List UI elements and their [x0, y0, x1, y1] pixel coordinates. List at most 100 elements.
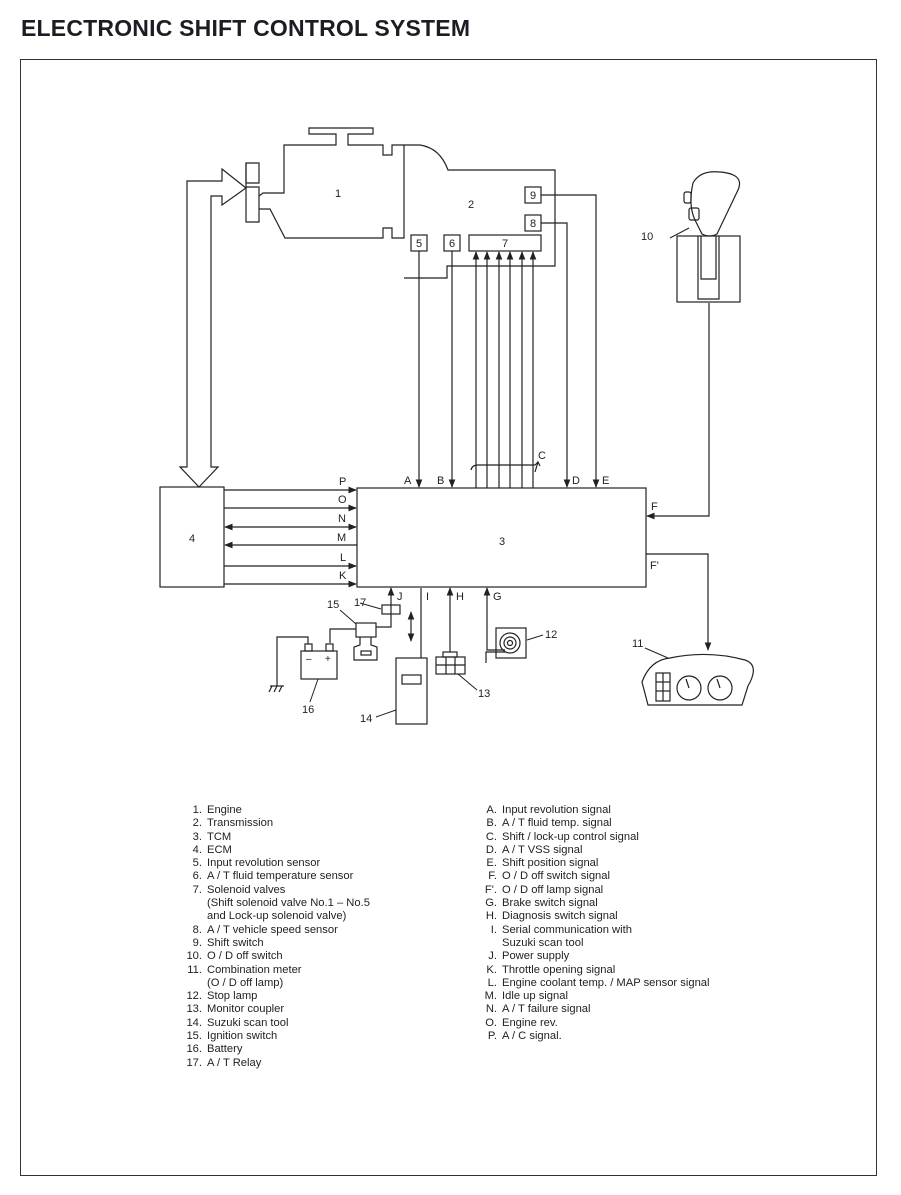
legend-text: O / D off lamp signal	[502, 883, 604, 896]
signal-legend-item: F'. O / D off lamp signal	[481, 884, 710, 897]
legend-text: Solenoid valves	[207, 883, 286, 896]
legend-key: N.	[485, 1003, 497, 1016]
component-legend-item: 13.Monitor coupler	[180, 1003, 370, 1016]
scan-tool-box	[395, 657, 428, 725]
label-stop-lamp-12: 12	[545, 629, 557, 641]
legend-key: I.	[490, 923, 497, 936]
label-sensor-6: 6	[449, 238, 455, 250]
signal-legend-item: O.Engine rev.	[481, 1017, 710, 1030]
label-transmission: 2	[468, 199, 474, 211]
legend-key: 12.	[186, 990, 202, 1003]
solenoid-7-box	[468, 234, 542, 252]
legend-key: D.	[485, 843, 497, 856]
legend-key: 6.	[192, 870, 202, 883]
ignition-switch-box	[355, 622, 377, 638]
legend-text: Shift switch	[207, 936, 264, 949]
battery-positive: +	[325, 654, 331, 665]
signal-g: G	[493, 591, 502, 603]
signal-h: H	[456, 591, 464, 603]
signal-p: P	[339, 476, 346, 488]
diagram-frame	[20, 59, 877, 1176]
label-switch-9: 9	[530, 190, 536, 202]
legend-key: 9.	[192, 936, 202, 949]
legend-key: J.	[488, 950, 497, 963]
legend-text: O / D off switch	[207, 950, 283, 963]
component-legend-item: 16.Battery	[180, 1043, 370, 1056]
legend-continuation: (Shift solenoid valve No.1 – No.5	[207, 897, 370, 910]
legend-key: 7.	[192, 883, 202, 896]
legend-key: C.	[485, 830, 497, 843]
legend-key: F'.	[484, 883, 497, 896]
legend-text: Engine rev.	[502, 1016, 558, 1029]
component-legend-item: 6. A / T fluid temperature sensor	[180, 870, 370, 883]
signal-n: N	[338, 513, 346, 525]
legend-text: A / T VSS signal	[502, 843, 583, 856]
component-legend-item: 17.A / T Relay	[180, 1057, 370, 1070]
stop-lamp-shape	[485, 627, 544, 663]
label-scan-tool-14: 14	[360, 713, 372, 725]
component-legend-item: 2.Transmission	[180, 817, 370, 830]
label-battery-16: 16	[302, 704, 314, 716]
legend-continuation: and Lock-up solenoid valve)	[207, 910, 347, 923]
signal-c: C	[538, 450, 546, 462]
legend-key: K.	[486, 963, 497, 976]
signal-d: D	[572, 475, 580, 487]
legend-text: Input revolution signal	[502, 804, 611, 816]
label-relay-17: 17	[354, 597, 366, 609]
legend-continuation: (O / D off lamp)	[207, 976, 284, 989]
legend-key: M.	[484, 990, 497, 1003]
battery-negative: –	[306, 654, 312, 665]
signal-legend-item: C.Shift / lock-up control signal	[481, 831, 710, 844]
transmission-shape	[404, 144, 556, 279]
component-legend-item: 3.TCM	[180, 831, 370, 844]
label-solenoid-7: 7	[502, 238, 508, 250]
signal-f: F	[651, 501, 658, 513]
signal-legend-item: P. A / C signal.	[481, 1030, 710, 1043]
legend-text: Throttle opening signal	[502, 963, 616, 976]
signal-legend-item: I.Serial communication with	[481, 924, 710, 937]
signal-e: E	[602, 475, 609, 487]
legend-key: 16.	[186, 1043, 202, 1056]
legend-key: L.	[487, 976, 497, 989]
signal-l: L	[340, 552, 346, 564]
legend-text: Transmission	[207, 817, 274, 830]
component-legend-item: 8.A / T vehicle speed sensor	[180, 924, 370, 937]
legend-key: A.	[486, 804, 497, 816]
legend-text: Diagnosis switch signal	[502, 910, 618, 923]
legend-text: A / T fluid temperature sensor	[207, 870, 354, 883]
component-legend-item: 12. Stop lamp	[180, 990, 370, 1003]
tcm-box	[356, 487, 647, 588]
legend-key: G.	[485, 897, 497, 910]
legend-key: 4.	[192, 843, 202, 856]
component-legend-item: 5.Input revolution sensor	[180, 857, 370, 870]
legend-key: 8.	[192, 923, 202, 936]
engine-shape	[245, 127, 405, 239]
component-legend-item: 10. O / D off switch	[180, 950, 370, 963]
legend-text: Engine	[207, 804, 242, 816]
component-legend-item: 11. Combination meter	[180, 964, 370, 977]
legend-text: Input revolution sensor	[207, 857, 321, 870]
legend-text: A / C signal.	[502, 1030, 562, 1043]
legend-key: 11.	[187, 963, 202, 976]
legend-continuation: Suzuki scan tool	[502, 936, 584, 949]
legend-text: Ignition switch	[207, 1030, 278, 1043]
signal-j: J	[397, 591, 403, 603]
battery-box	[300, 650, 338, 680]
label-tcm: 3	[499, 536, 505, 548]
ecm-box	[159, 486, 225, 588]
component-legend-item: 14.Suzuki scan tool	[180, 1017, 370, 1030]
legend-text: TCM	[207, 830, 232, 843]
legend-text: Stop lamp	[207, 990, 258, 1003]
shift-lever-shape	[669, 171, 741, 303]
signal-legend-item: L. Engine coolant temp. / MAP sensor sign…	[481, 977, 710, 990]
legend-text: ECM	[207, 843, 232, 856]
signal-k: K	[339, 570, 347, 582]
legend-key: 10.	[186, 950, 202, 963]
legend-text: Engine coolant temp. / MAP sensor signal	[502, 976, 710, 989]
signal-legend-item: A. Input revolution signal	[481, 804, 710, 817]
label-od-switch-10: 10	[641, 231, 653, 243]
legend-text: Combination meter	[207, 963, 302, 976]
legend-key: P.	[487, 1030, 497, 1043]
label-engine: 1	[335, 188, 341, 200]
